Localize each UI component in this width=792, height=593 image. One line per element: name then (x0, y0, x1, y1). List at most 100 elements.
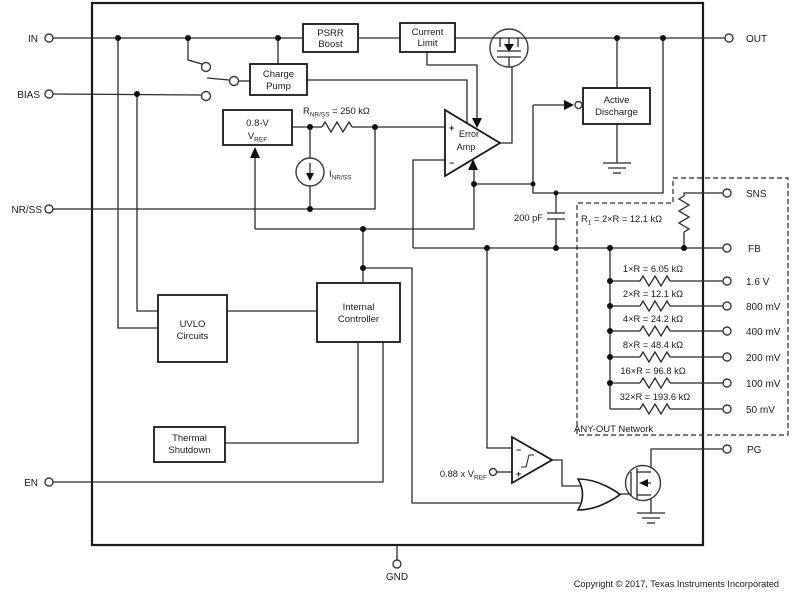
current-limit-block: Current Limit (399, 22, 456, 53)
junction-dots (115, 35, 687, 386)
pin-400mv (722, 326, 732, 336)
active-discharge-input (564, 100, 583, 110)
uvlo-block: UVLO Circuits (157, 294, 228, 363)
nrss-pin (44, 204, 54, 214)
pg-nmos-ground (637, 512, 665, 524)
out-pin-label: OUT (746, 34, 767, 45)
anyout-network-box (576, 177, 789, 436)
fb-pin (722, 243, 732, 253)
pg-pin (722, 444, 732, 454)
svg-text:Boost: Boost (318, 39, 343, 50)
svg-text:Shutdown: Shutdown (168, 445, 210, 456)
ladder-resistor-label: 1×R = 6.05 kΩ (623, 264, 683, 274)
pg-pin-label: PG (747, 445, 762, 456)
rnrss-label: RNR/SS = 250 kΩ (303, 106, 370, 119)
svg-text:Limit: Limit (417, 38, 437, 49)
active-discharge-ground (603, 162, 631, 174)
ladder-resistor-label: 4×R = 24.2 kΩ (623, 314, 683, 324)
pg-ref-terminal (488, 467, 498, 477)
internal-controller-label: Internal (343, 302, 375, 313)
or-gate (576, 478, 622, 511)
anyout-network-label: ANY-OUT Network (574, 424, 653, 435)
error-amp-minus: − (449, 158, 454, 168)
ladder-resistor-label: 32×R = 193.6 kΩ (620, 392, 691, 402)
current-limit-arrow (472, 118, 482, 128)
ladder-pin-label: 400 mV (746, 327, 781, 338)
ladder-row (610, 299, 723, 313)
copyright-text: Copyright © 2017, Texas Instruments Inco… (574, 579, 779, 589)
pin-100mv (722, 378, 732, 388)
gnd-pin-label: GND (386, 572, 408, 583)
active-discharge-label: Active (604, 95, 630, 106)
ladder-pin-label: 200 mV (746, 353, 781, 364)
vref-enable-arrow (250, 147, 260, 158)
charge-pump-block: Charge Pump (249, 63, 308, 96)
pg-comparator-minus: − (516, 445, 521, 455)
ladder-row (610, 324, 723, 338)
nrss-pin-label: NR/SS (11, 205, 42, 216)
uvlo-label: UVLO (180, 319, 206, 330)
error-amp-label-1: Error (459, 129, 479, 139)
ladder-pin-label: 800 mV (746, 302, 781, 313)
inrss-current-source (295, 157, 325, 187)
pg-comparator-plus: + (516, 469, 521, 479)
en-pin (44, 477, 54, 487)
pg-ref-label: 0.88 x VREF (440, 469, 487, 482)
svg-text:Discharge: Discharge (595, 107, 638, 118)
gnd-pin (392, 559, 402, 569)
rnrss-resistor (321, 120, 353, 134)
ladder-row (610, 350, 723, 364)
error-amp: Error Amp + − (444, 108, 502, 178)
error-amp-label-2: Amp (457, 142, 476, 152)
svg-text:VREF: VREF (248, 131, 267, 144)
sns-pin-label: SNS (746, 189, 767, 200)
vref-block: 0.8-V VREF (222, 109, 293, 146)
ladder-pin-label: 50 mV (746, 405, 775, 416)
error-amp-plus: + (449, 123, 454, 133)
bias-pin-label: BIAS (17, 90, 40, 101)
ladder-resistor-label: 16×R = 96.8 kΩ (620, 366, 685, 376)
ladder-row (610, 376, 723, 390)
r1-label: R1 = 2×R = 12.1 kΩ (581, 214, 662, 227)
pin-50mv (722, 404, 732, 414)
pg-comparator: − + (488, 435, 554, 485)
sns-pin (722, 188, 732, 198)
ladder-pin-label: 100 mV (746, 379, 781, 390)
charge-pump-label: Charge (263, 69, 294, 80)
fb-pin-label: FB (748, 244, 761, 255)
ladder-resistor-label: 8×R = 48.4 kΩ (623, 340, 683, 350)
ladder-resistors (610, 274, 723, 416)
in-pin-label: IN (28, 34, 38, 45)
active-discharge-block: Active Discharge (582, 87, 651, 125)
pin-terminals (44, 33, 734, 569)
out-pin (724, 33, 734, 43)
ladder-resistor-label: 2×R = 12.1 kΩ (623, 289, 683, 299)
feedforward-capacitor (547, 212, 565, 220)
controller-arrow (468, 159, 478, 170)
current-limit-label: Current (412, 27, 444, 38)
pin-200mv (722, 352, 732, 362)
r1-resistor (677, 195, 691, 233)
pin-800mv (722, 301, 732, 311)
cff-label: 200 pF (514, 213, 543, 223)
psrr-boost-label: PSRR (317, 28, 344, 39)
vref-label: 0.8-V (246, 118, 269, 129)
ladder-row (610, 402, 723, 416)
ladder-row (610, 274, 723, 288)
pg-nmos-transistor (624, 464, 662, 502)
hysteresis-icon (521, 454, 534, 468)
ladder-pin-label: 1.6 V (746, 277, 770, 288)
bias-pin (44, 89, 54, 99)
psrr-boost-block: PSRR Boost (302, 23, 359, 53)
svg-text:Circuits: Circuits (177, 331, 209, 342)
internal-controller-block: Internal Controller (316, 282, 401, 343)
pin-1v6 (722, 276, 732, 286)
in-pin (44, 33, 54, 43)
pass-pmos-transistor (489, 28, 529, 68)
svg-text:Pump: Pump (266, 81, 291, 92)
bias-switch (200, 61, 240, 102)
wires (52, 37, 725, 560)
svg-text:Controller: Controller (338, 314, 379, 325)
